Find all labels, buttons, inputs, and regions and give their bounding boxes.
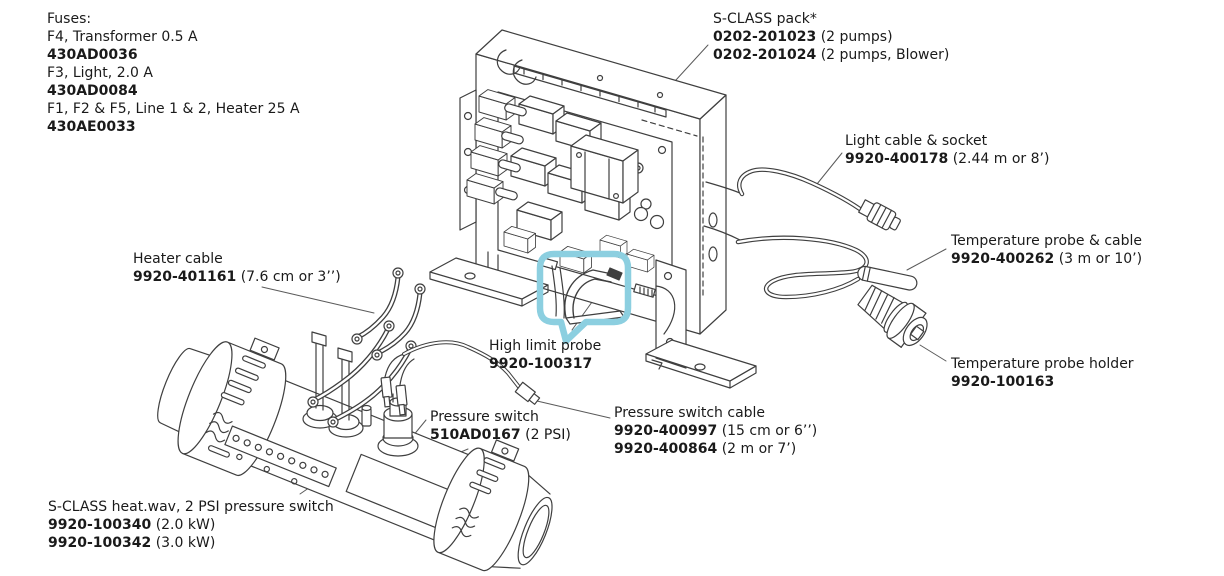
part-number: 430AD0084 [47, 83, 138, 99]
part-number: 9920-400262 [951, 251, 1055, 267]
part-description: (2 m or 7’) [721, 441, 797, 457]
part-line: 510AD0167 (2 PSI) [430, 426, 571, 444]
label-temp-holder: Temperature probe holder 9920-100163 [951, 355, 1134, 391]
part-description: (2 pumps) [820, 29, 893, 45]
label-light-cable: Light cable & socket 9920-400178 (2.44 m… [845, 132, 1049, 168]
control-box-drawing [429, 29, 757, 389]
part-number: 510AD0167 [430, 427, 521, 443]
label-heater: S-CLASS heat.wav, 2 PSI pressure switch … [48, 498, 334, 552]
label-title: S-CLASS heat.wav, 2 PSI pressure switch [48, 499, 334, 515]
part-line: 9920-100340 (2.0 kW) [48, 516, 334, 534]
label-title: Pressure switch [430, 409, 539, 425]
part-description: (2 PSI) [525, 427, 571, 443]
label-pack: S-CLASS pack* 0202-201023 (2 pumps) 0202… [713, 10, 949, 64]
label-title: Pressure switch cable [614, 405, 766, 421]
label-high-limit: High limit probe 9920-100317 [489, 337, 601, 373]
part-description: (15 cm or 6’’) [721, 423, 818, 439]
pressure-switch-cable-drawing [380, 340, 541, 416]
part-number: 0202-201024 [713, 47, 817, 63]
label-title: Fuses: [47, 11, 92, 27]
part-line: 9920-100342 (3.0 kW) [48, 534, 334, 552]
part-number: 9920-400997 [614, 423, 718, 439]
part-line: 9920-401161 (7.6 cm or 3’’) [133, 268, 341, 286]
temperature-probe-holder-drawing [857, 284, 928, 348]
part-description: F1, F2 & F5, Line 1 & 2, Heater 25 A [47, 101, 300, 117]
label-title: Light cable & socket [845, 133, 988, 149]
part-number: 9920-100342 [48, 535, 152, 551]
part-description: (2 pumps, Blower) [820, 47, 950, 63]
heater-cable-drawing [307, 267, 426, 428]
part-number: 0202-201023 [713, 29, 817, 45]
part-number: 9920-100317 [489, 356, 593, 372]
part-line: 9920-400864 (2 m or 7’) [614, 440, 817, 458]
part-number: 430AD0036 [47, 47, 138, 63]
part-line: 9920-400262 (3 m or 10’) [951, 250, 1142, 268]
part-line: 9920-400178 (2.44 m or 8’) [845, 150, 1049, 168]
part-number: 9920-100163 [951, 374, 1055, 390]
label-heater-cable: Heater cable 9920-401161 (7.6 cm or 3’’) [133, 250, 341, 286]
part-number: 430AE0033 [47, 119, 136, 135]
part-number: 9920-401161 [133, 269, 237, 285]
part-description: F4, Transformer 0.5 A [47, 29, 198, 45]
part-description: (2.44 m or 8’) [952, 151, 1050, 167]
label-title: Temperature probe & cable [951, 233, 1143, 249]
label-pressure-cable: Pressure switch cable 9920-400997 (15 cm… [614, 404, 817, 458]
label-title: Temperature probe holder [951, 356, 1134, 372]
part-line: 9920-400997 (15 cm or 6’’) [614, 422, 817, 440]
heater-assembly-drawing [157, 337, 553, 572]
label-title: S-CLASS pack* [713, 11, 817, 27]
label-temp-probe: Temperature probe & cable 9920-400262 (3… [951, 232, 1142, 268]
temperature-probe-drawing [735, 235, 918, 300]
highlight-bubble [536, 250, 632, 345]
label-fuses: Fuses: F4, Transformer 0.5 A 430AD0036 F… [47, 10, 300, 136]
part-description: (3.0 kW) [155, 535, 216, 551]
part-number: 9920-400864 [614, 441, 718, 457]
label-title: High limit probe [489, 338, 602, 354]
part-description: (3 m or 10’) [1058, 251, 1143, 267]
part-number: 9920-100340 [48, 517, 152, 533]
part-line: 0202-201023 (2 pumps) [713, 28, 949, 46]
part-description: F3, Light, 2.0 A [47, 65, 153, 81]
part-description: (2.0 kW) [155, 517, 216, 533]
part-description: (7.6 cm or 3’’) [240, 269, 341, 285]
light-cable-drawing [737, 167, 901, 231]
part-number: 9920-400178 [845, 151, 949, 167]
label-title: Heater cable [133, 251, 223, 267]
part-line: 0202-201024 (2 pumps, Blower) [713, 46, 949, 64]
label-pressure-switch: Pressure switch 510AD0167 (2 PSI) [430, 408, 571, 444]
